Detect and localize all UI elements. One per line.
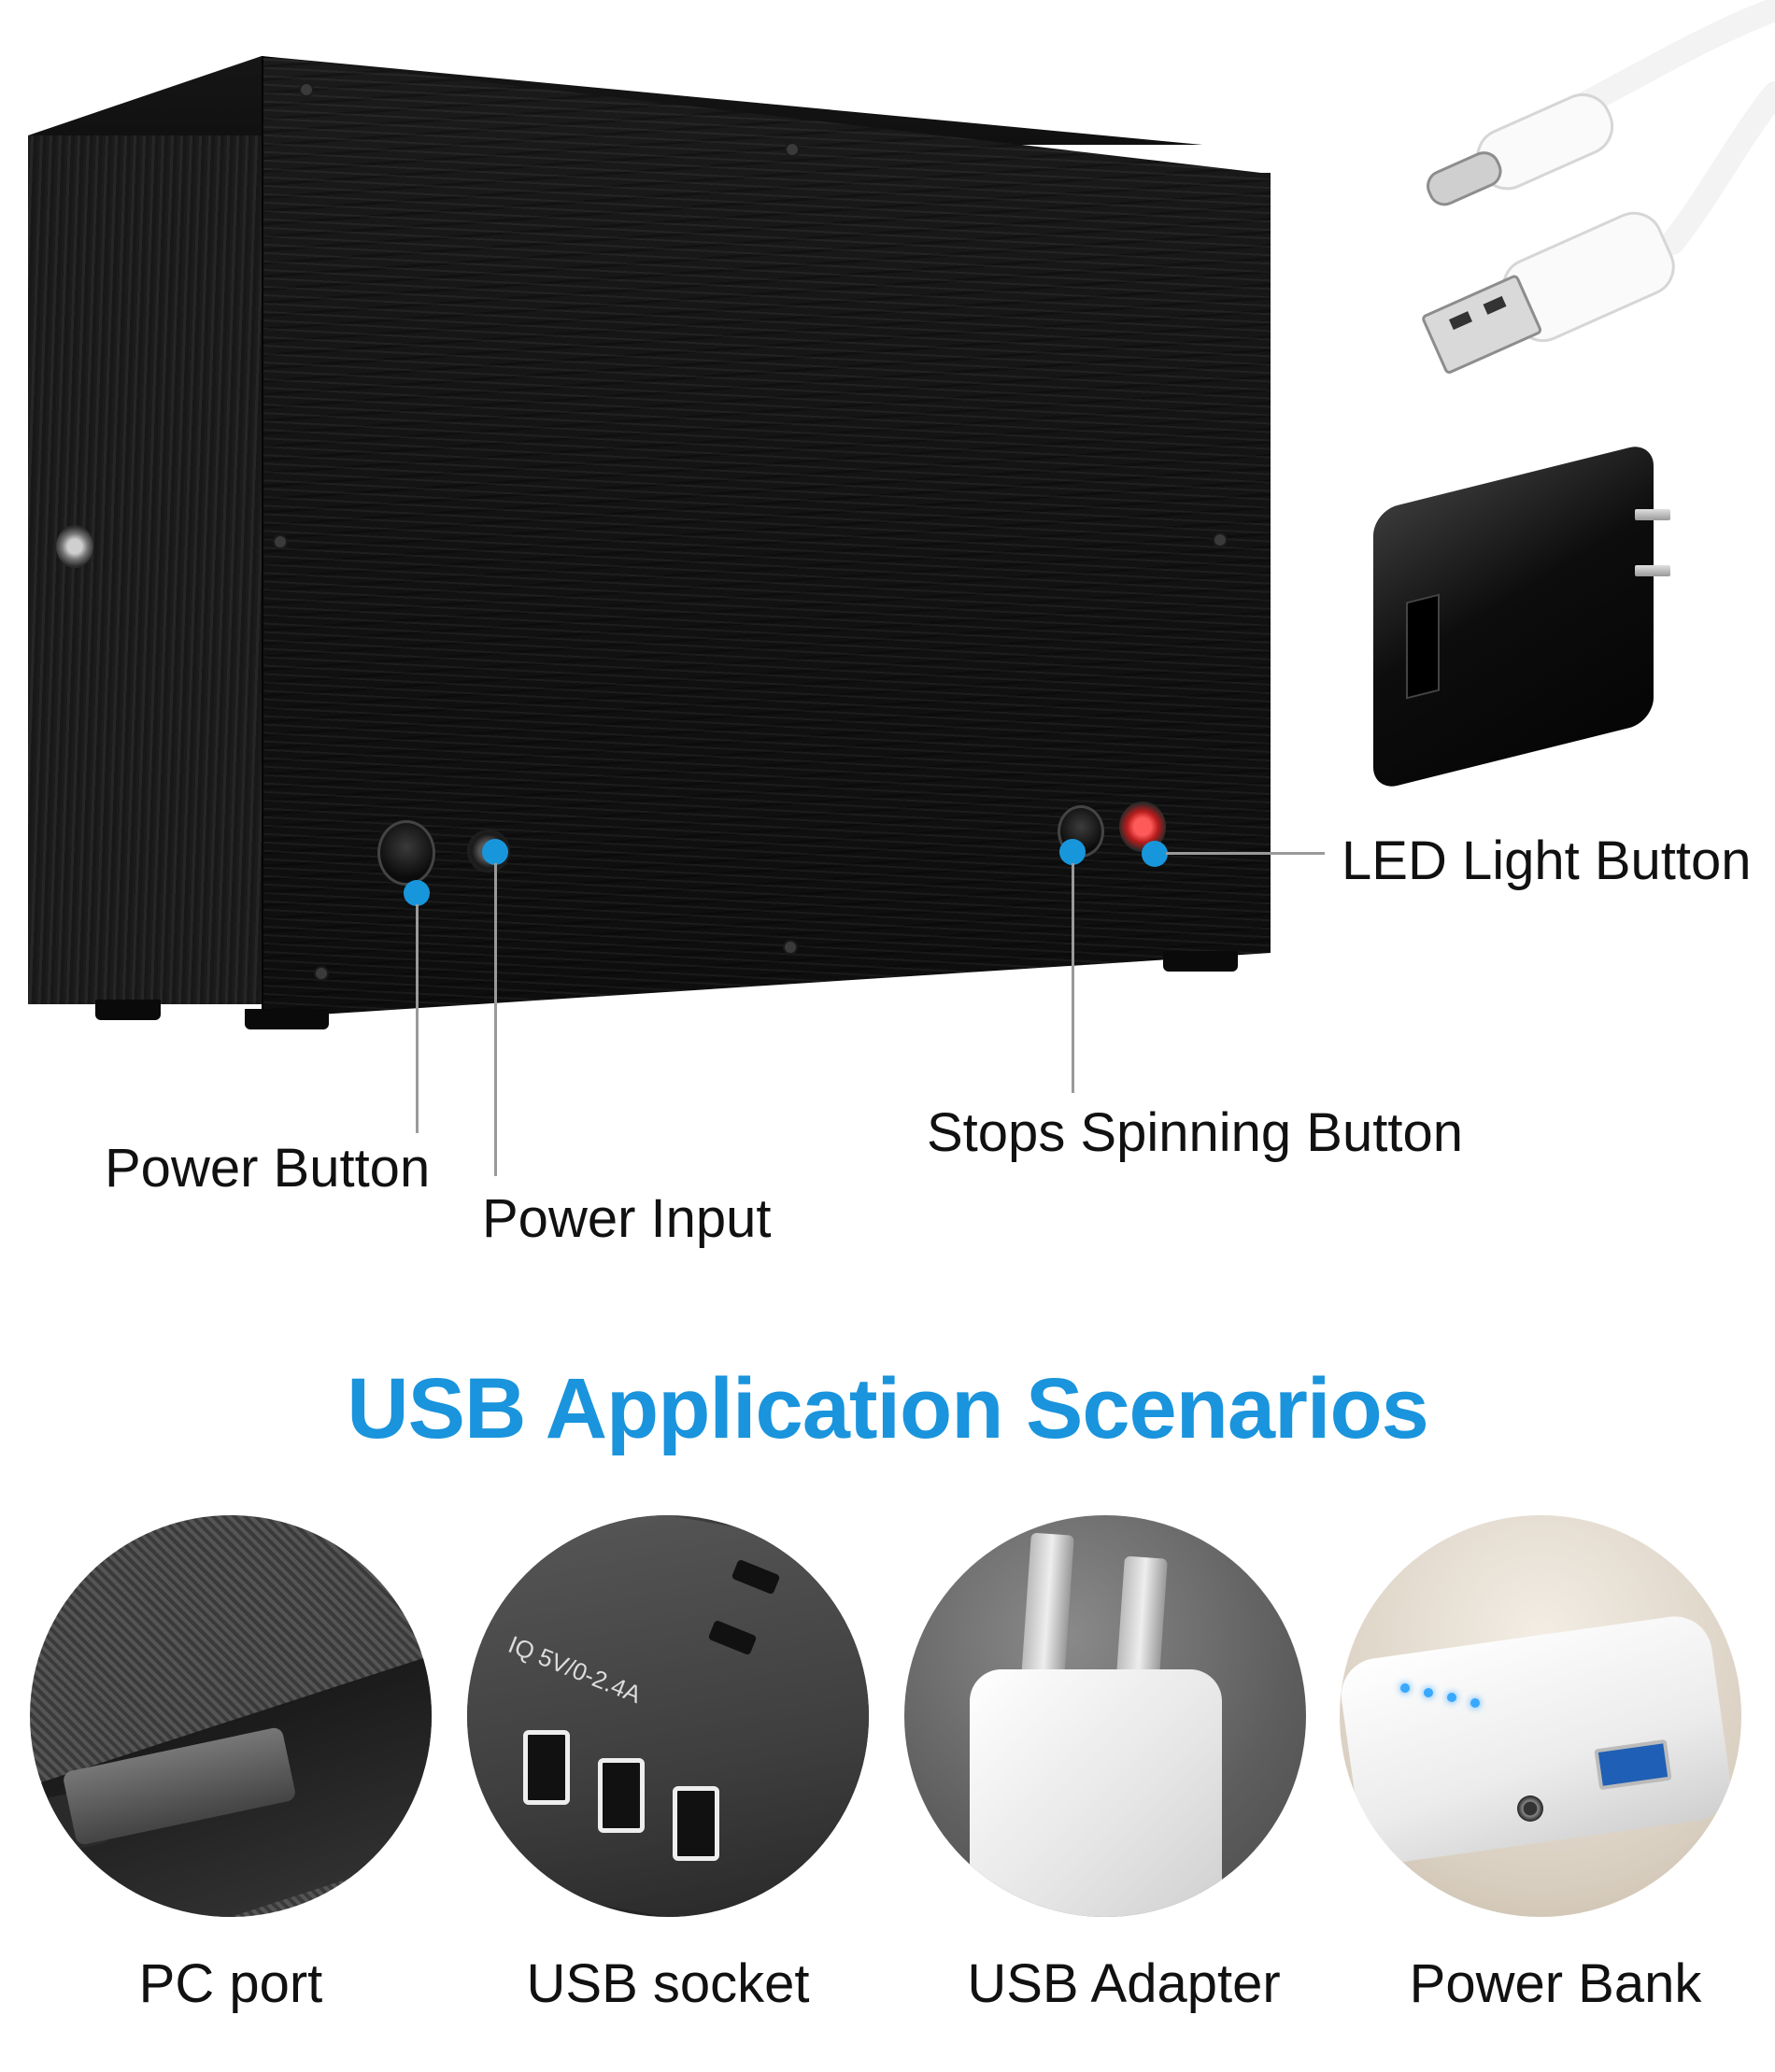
- usb-adapter-image: [904, 1515, 1306, 1917]
- stops-spinning-label: Stops Spinning Button: [927, 1102, 1463, 1163]
- pc-port-image: [30, 1515, 432, 1917]
- scenario-label-power-bank: Power Bank: [1409, 1953, 1702, 2014]
- usb-port: [598, 1758, 645, 1833]
- screw-icon: [273, 534, 288, 549]
- box-foot: [95, 1000, 161, 1020]
- usb-socket-image: IQ 5V/0-2.4A: [467, 1515, 869, 1917]
- led-light-marker: [1142, 841, 1168, 867]
- battery-led-icon: [1447, 1693, 1456, 1702]
- power-input-label: Power Input: [482, 1188, 772, 1249]
- charge-jack: [1517, 1795, 1543, 1822]
- adapter-prong: [1635, 509, 1670, 520]
- adapter-prong: [1635, 565, 1670, 576]
- scenario-label-usb-adapter: USB Adapter: [967, 1953, 1281, 2014]
- screw-icon: [1213, 532, 1228, 547]
- power-bank-image: [1340, 1515, 1741, 1917]
- led-light-leader-line: [1166, 852, 1325, 855]
- screw-icon: [785, 142, 800, 157]
- box-side-panel: [28, 135, 271, 1004]
- battery-led-icon: [1470, 1698, 1480, 1708]
- led-light-label: LED Light Button: [1342, 830, 1752, 891]
- power-button-marker: [404, 880, 430, 906]
- screw-icon: [314, 966, 329, 981]
- power-strip-face: [467, 1515, 869, 1917]
- watch-winder-box: [28, 56, 1271, 1046]
- stops-spinning-leader-line: [1072, 863, 1074, 1093]
- box-foot: [245, 1009, 329, 1029]
- usb-a-connector: [1422, 211, 1675, 375]
- usb-cable-image: [1422, 0, 1775, 375]
- battery-led-icon: [1424, 1688, 1433, 1697]
- adapter-cube: [970, 1669, 1222, 1917]
- power-input-leader-line: [494, 863, 497, 1176]
- stops-spinning-marker: [1059, 839, 1086, 865]
- power-bank-body: [1340, 1611, 1736, 1867]
- power-button-label: Power Button: [105, 1138, 431, 1199]
- power-button-leader-line: [416, 904, 419, 1133]
- power-input-marker: [482, 839, 508, 865]
- usb-port: [673, 1786, 719, 1861]
- scenario-label-pc-port: PC port: [138, 1953, 323, 2014]
- screw-icon: [299, 82, 314, 97]
- usb-port: [523, 1730, 570, 1805]
- adapter-usb-slot: [1406, 593, 1440, 700]
- power-button-switch: [377, 820, 435, 886]
- scenario-label-usb-socket: USB socket: [526, 1953, 810, 2014]
- side-lock-knob: [56, 525, 93, 568]
- screw-icon: [783, 940, 798, 955]
- usb-c-connector: [1427, 93, 1614, 206]
- box-foot: [1163, 951, 1238, 972]
- section-title: USB Application Scenarios: [347, 1361, 1429, 1456]
- battery-led-icon: [1400, 1683, 1410, 1693]
